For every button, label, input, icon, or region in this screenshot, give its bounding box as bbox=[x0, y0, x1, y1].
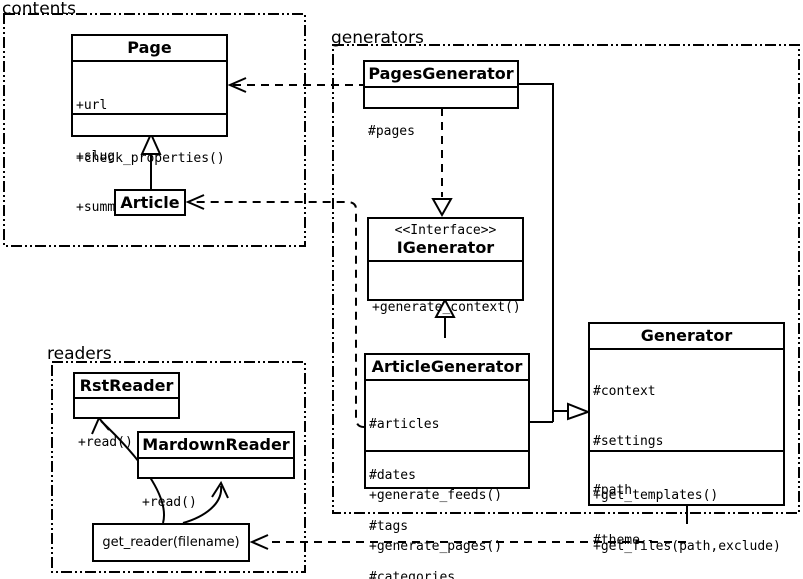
method-line: +check_properties() bbox=[76, 151, 225, 166]
method-line: +generate_feeds() bbox=[369, 488, 503, 503]
class-title-markdownreader: MardownReader bbox=[142, 435, 290, 454]
attribute-line: #theme bbox=[593, 532, 640, 548]
class-title-rstreader: RstReader bbox=[79, 376, 174, 395]
package-readers-label: readers bbox=[47, 344, 112, 364]
inheritance-article-page bbox=[140, 131, 162, 189]
class-methods-page: +check_properties() bbox=[73, 113, 226, 166]
arrow-getreader-markdownreader bbox=[182, 480, 229, 524]
attribute-line: +url bbox=[76, 98, 108, 113]
package-readers-border bbox=[51, 361, 306, 573]
class-attributes-generator: #context #settings #path #theme #output_… bbox=[590, 348, 783, 548]
class-attributes-pagesgenerator: #pages bbox=[365, 86, 517, 139]
class-methods-markdownreader: +read() bbox=[139, 457, 293, 510]
method-line: +generate_pages() bbox=[369, 539, 503, 554]
attribute-line: +slug bbox=[76, 149, 116, 164]
package-generators-label: generators bbox=[331, 28, 424, 48]
class-title-generator: Generator bbox=[640, 326, 733, 345]
class-box-igenerator: <<Interface>> IGenerator +generate_conte… bbox=[367, 217, 524, 369]
class-title-igenerator: <<Interface>> IGenerator bbox=[369, 219, 522, 260]
method-line: +generate_context() bbox=[372, 300, 521, 315]
class-methods-rstreader: +read() bbox=[75, 397, 178, 450]
class-box-pagesgenerator: PagesGenerator #pages bbox=[363, 60, 519, 139]
method-line: +read() bbox=[142, 495, 197, 510]
class-methods-igenerator: +generate_context() +generate_output() bbox=[369, 260, 522, 369]
attribute-line: #settings bbox=[593, 433, 664, 449]
realization-pagesgenerator-igenerator bbox=[431, 108, 453, 218]
package-contents-label: contents bbox=[2, 0, 76, 19]
attribute-line: #pages bbox=[368, 124, 415, 139]
class-title-pagesgenerator: PagesGenerator bbox=[368, 64, 514, 83]
attribute-line: #categories bbox=[369, 570, 456, 579]
class-title-page: Page bbox=[127, 38, 172, 57]
class-box-page: Page +url +slug +summary +check_properti… bbox=[71, 34, 228, 215]
class-box-rstreader: RstReader +read() bbox=[73, 372, 180, 450]
node-label-getreader: get_reader(filename) bbox=[102, 535, 240, 550]
interface-stereotype: <<Interface>> bbox=[394, 223, 497, 238]
attribute-line: #context bbox=[593, 384, 656, 399]
attribute-line: #articles bbox=[369, 417, 440, 432]
class-methods-generator: +get_templates() +get_files(path,exclude… bbox=[590, 450, 783, 554]
node-box-getreader: get_reader(filename) bbox=[92, 523, 250, 562]
inheritance-generators-generator bbox=[519, 83, 591, 423]
package-generators-border bbox=[332, 44, 800, 514]
dependency-articlegenerator-article bbox=[185, 194, 365, 428]
method-line: +get_files(path,exclude) bbox=[593, 539, 781, 554]
method-line: +get_templates() bbox=[593, 488, 719, 503]
attribute-line: #tags bbox=[369, 519, 409, 534]
class-attributes-page: +url +slug +summary bbox=[73, 60, 226, 215]
method-line: +read() bbox=[78, 435, 133, 450]
realization-articlegenerator-igenerator bbox=[434, 297, 456, 338]
attribute-line: #path bbox=[593, 483, 633, 498]
dependency-pagesgenerator-page bbox=[227, 77, 364, 93]
class-box-generator: Generator #context #settings #path #them… bbox=[588, 322, 785, 554]
class-box-markdownreader: MardownReader +read() bbox=[137, 431, 295, 510]
attribute-line: #dates bbox=[369, 468, 416, 483]
package-contents-border bbox=[3, 13, 306, 247]
class-box-article: Article bbox=[114, 189, 186, 216]
class-title-articlegenerator: ArticleGenerator bbox=[371, 357, 523, 376]
class-title-igenerator-name: IGenerator bbox=[396, 238, 495, 257]
class-box-articlegenerator: ArticleGenerator #articles #dates #tags … bbox=[364, 353, 530, 579]
class-methods-articlegenerator: +generate_feeds() +generate_pages() bbox=[366, 450, 528, 554]
class-title-article: Article bbox=[120, 193, 180, 212]
class-attributes-articlegenerator: #articles #dates #tags #categories bbox=[366, 379, 528, 579]
